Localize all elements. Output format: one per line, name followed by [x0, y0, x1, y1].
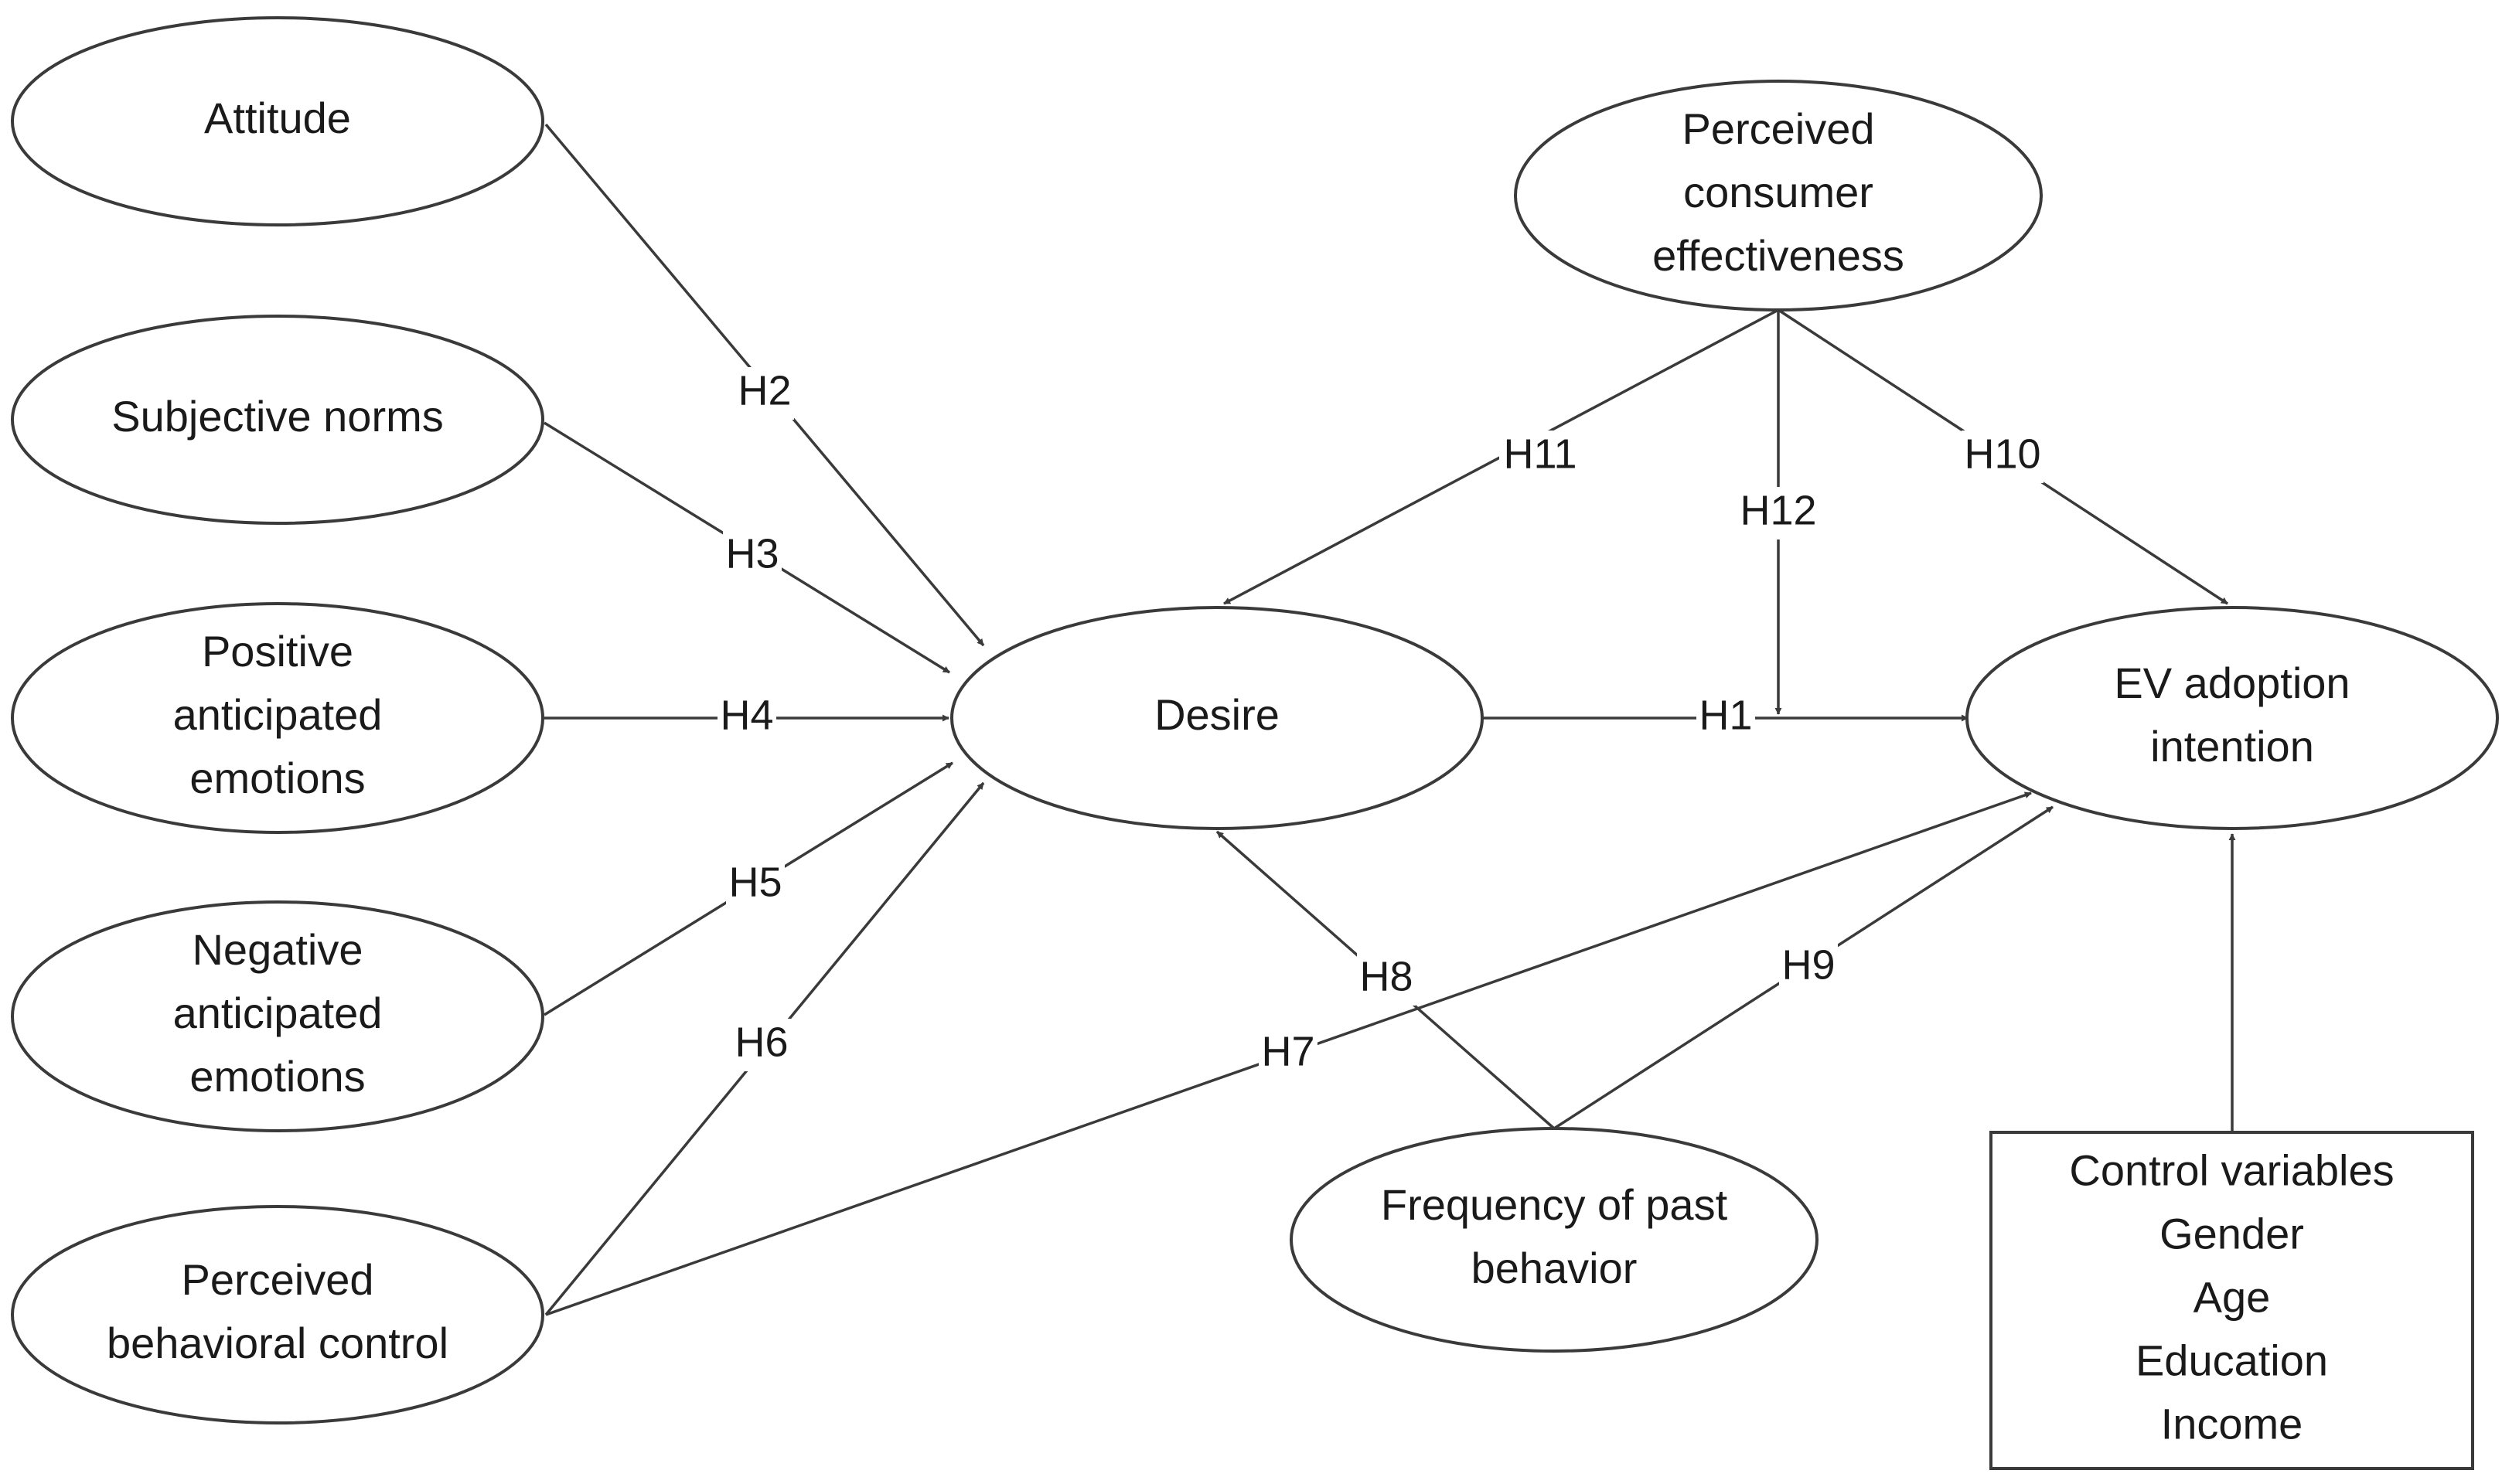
- edge-label-background: [1962, 431, 2044, 483]
- edge-label-background: [1737, 487, 1819, 539]
- node-positive-emotions: Positive anticipated emotions: [11, 602, 544, 834]
- node-label-line: anticipated: [173, 989, 383, 1037]
- edge-label-background: [1259, 1028, 1317, 1081]
- edge-label-background: [735, 367, 794, 420]
- node-label-line: Perceived: [1682, 104, 1874, 153]
- edge-label-h9: H9: [1781, 941, 1835, 988]
- node-label-line: behavioral control: [107, 1319, 448, 1367]
- node-label-line: Income: [2161, 1399, 2303, 1448]
- edge-label-h3: H3: [725, 530, 779, 577]
- node-label-line: consumer: [1683, 168, 1873, 216]
- node-label-line: Frequency of past: [1381, 1180, 1728, 1229]
- node-label-line: emotions: [189, 1052, 365, 1101]
- node-label-line: Gender: [2159, 1209, 2304, 1258]
- node-box: [1989, 1131, 2474, 1470]
- node-controls: Control variablesGenderAgeEducationIncom…: [1989, 1131, 2474, 1470]
- node-ellipse: [11, 1205, 544, 1424]
- edge-label-background: [732, 1019, 791, 1071]
- edge-label-background: [1696, 692, 1755, 744]
- node-label-line: intention: [2150, 722, 2314, 771]
- node-past-behavior: Frequency of past behavior: [1290, 1127, 1819, 1353]
- edge-label-background: [1779, 941, 1838, 994]
- edge-label-h10: H10: [1964, 431, 2040, 477]
- edge-label-background: [1499, 431, 1581, 483]
- node-label-line: Negative: [192, 925, 363, 974]
- node-label-line: Subjective norms: [111, 392, 444, 441]
- node-label-line: anticipated: [173, 690, 383, 739]
- node-label-line: Control variables: [2069, 1145, 2394, 1194]
- node-desire: Desire: [950, 606, 1484, 830]
- edge-label-h5: H5: [728, 859, 782, 905]
- node-ellipse: [1514, 80, 2043, 311]
- node-label-line: emotions: [189, 754, 365, 802]
- node-attitude: Attitude: [11, 16, 544, 226]
- edge-label-background: [1357, 953, 1416, 1006]
- edge-label-h8: H8: [1359, 953, 1413, 999]
- node-ellipse: [1290, 1127, 1819, 1353]
- node-label-line: Education: [2136, 1336, 2328, 1384]
- node-label-line: behavior: [1471, 1244, 1638, 1292]
- node-ellipse: [950, 606, 1484, 830]
- node-ellipse: [11, 900, 544, 1132]
- node-label-line: Age: [2194, 1272, 2271, 1321]
- node-label-line: EV adoption: [2114, 659, 2350, 707]
- edge-label-background: [726, 859, 785, 911]
- edge-label-background: [718, 692, 776, 744]
- node-ellipse: [11, 602, 544, 834]
- node-label-line: Desire: [1154, 690, 1280, 739]
- node-label-line: effectiveness: [1652, 231, 1904, 280]
- node-negative-emotions: Negative anticipated emotions: [11, 900, 544, 1132]
- edge-label-h1: H1: [1699, 692, 1752, 738]
- node-pbc: Perceived behavioral control: [11, 1205, 544, 1424]
- edge-label-h12: H12: [1740, 487, 1816, 533]
- edge-label-h4: H4: [720, 692, 773, 738]
- node-label-line: Attitude: [204, 94, 351, 142]
- node-subjective-norms: Subjective norms: [11, 315, 544, 525]
- edge-label-h7: H7: [1261, 1028, 1314, 1074]
- edge-label-h11: H11: [1503, 431, 1577, 477]
- node-ellipse: [1965, 606, 2499, 830]
- node-ev-intention: EV adoption intention: [1965, 606, 2499, 830]
- node-ellipse: [11, 315, 544, 525]
- node-ellipse: [11, 16, 544, 226]
- node-pce: Perceived consumer effectiveness: [1514, 80, 2043, 311]
- node-label-line: Perceived: [181, 1255, 373, 1304]
- edge-label-h2: H2: [738, 367, 791, 414]
- node-label-line: Positive: [202, 627, 353, 676]
- edge-label-background: [723, 530, 782, 583]
- edge-label-h6: H6: [735, 1019, 788, 1065]
